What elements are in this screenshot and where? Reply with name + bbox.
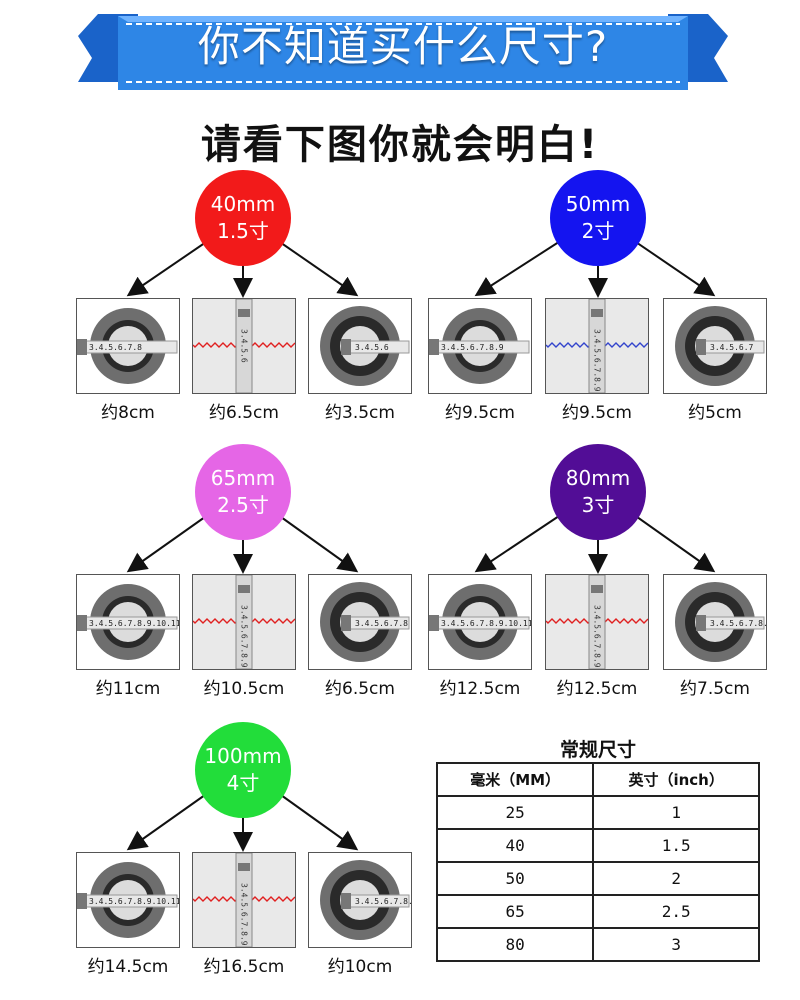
measurement-caption: 约6.5cm [325,679,395,699]
table-cell-mm: 50 [435,861,595,896]
circle-inch-label: 3寸 [581,493,615,517]
measure-photo-tape: 3.4.5.6.7.8.9.10.11 [545,574,649,670]
measure-photo-inner: 3.4.5.6.7 [663,298,767,394]
column-header-inch: 英寸（inch） [592,762,760,797]
measurement-caption: 约10cm [327,957,393,977]
size-circle-40mm: 40mm 1.5寸 [195,170,291,266]
measurement-caption: 约6.5cm [209,403,279,423]
circle-inch-label: 1.5寸 [217,219,269,243]
measure-photo-tape: 3.4.5.6 [192,298,296,394]
circle-size-label: 80mm [565,466,631,490]
column-header-mm: 毫米（MM） [435,762,595,797]
measurement-caption: 约9.5cm [562,403,632,423]
circle-size-label: 50mm [565,192,631,216]
measure-photo-tape: 3.4.5.6.7.8.9.10 [192,574,296,670]
measure-photo-tape: 3.4.5.6.7.8.9.10 [192,852,296,948]
circle-size-label: 65mm [210,466,276,490]
measurement-caption: 约5cm [688,403,742,423]
size-circle-50mm: 50mm 2寸 [550,170,646,266]
table-cell-inch: 1 [592,795,760,830]
ruler-text: 3.4.5.6.7.8.9.10.11.12 [89,619,179,628]
ruler-text: 3.4.5.6.7 [710,343,754,352]
ruler-text: 3.4.5.6.7.8 [355,619,408,628]
table-header-row: 毫米（MM） 英寸（inch） [435,762,760,797]
measure-photo-outer: 3.4.5.6.7.8 [76,298,180,394]
measure-photo-inner: 3.4.5.6.7.8.9 [663,574,767,670]
ruler-text: 3.4.5.6.7.8.9.10 [240,883,249,947]
ruler-text: 3.4.5.6.7.8.9 [441,343,504,352]
measurement-caption: 约8cm [101,403,155,423]
ruler-text: 3.4.5.6.7.8.9.10.11.12 [441,619,531,628]
measurement-caption: 约9.5cm [445,403,515,423]
table-cell-mm: 40 [435,828,595,863]
ruler-text: 3.4.5.6 [355,343,389,352]
table-cell-inch: 3 [592,927,760,962]
size-circle-100mm: 100mm 4寸 [195,722,291,818]
measurement-caption: 约11cm [95,679,161,699]
measurement-caption: 约16.5cm [203,957,285,977]
measure-photo-outer: 3.4.5.6.7.8.9.10.11.12 [76,574,180,670]
ruler-text: 3.4.5.6.7.8.9 [593,329,602,392]
circle-size-label: 40mm [210,192,276,216]
size-circle-65mm: 65mm 2.5寸 [195,444,291,540]
table-cell-inch: 1.5 [592,828,760,863]
measure-photo-inner: 3.4.5.6.7.8.9.10 [308,852,412,948]
measure-photo-inner: 3.4.5.6 [308,298,412,394]
size-circle-80mm: 80mm 3寸 [550,444,646,540]
ruler-text: 3.4.5.6.7.8.9.10.11 [593,605,602,669]
table-cell-mm: 65 [435,894,595,929]
measure-photo-inner: 3.4.5.6.7.8 [308,574,412,670]
measure-photo-tape: 3.4.5.6.7.8.9 [545,298,649,394]
circle-inch-label: 4寸 [226,771,260,795]
measurement-caption: 约10.5cm [203,679,285,699]
measurement-caption: 约12.5cm [556,679,638,699]
measure-photo-outer: 3.4.5.6.7.8.9 [428,298,532,394]
measure-photo-outer: 3.4.5.6.7.8.9.10.11.12 [76,852,180,948]
table-cell-inch: 2.5 [592,894,760,929]
spec-table-title: 常规尺寸 [559,739,636,761]
measure-photo-outer: 3.4.5.6.7.8.9.10.11.12 [428,574,532,670]
table-cell-mm: 80 [435,927,595,962]
table-cell-inch: 2 [592,861,760,896]
ruler-text: 3.4.5.6 [240,329,249,363]
ruler-text: 3.4.5.6.7.8.9.10.11.12 [89,897,179,906]
circle-size-label: 100mm [204,744,282,768]
circle-inch-label: 2.5寸 [217,493,269,517]
measurement-caption: 约3.5cm [325,403,395,423]
measurement-caption: 约14.5cm [87,957,169,977]
measurement-caption: 约12.5cm [439,679,521,699]
table-cell-mm: 25 [435,795,595,830]
page-subtitle: 请看下图你就会明白! [200,122,600,168]
ruler-text: 3.4.5.6.7.8 [89,343,142,352]
ruler-text: 3.4.5.6.7.8.9.10 [240,605,249,669]
title-banner [78,14,728,90]
ruler-text: 3.4.5.6.7.8.9 [710,619,766,628]
banner-title: 你不知道买什么尺寸? [197,22,609,71]
circle-inch-label: 2寸 [581,219,615,243]
measurement-caption: 约7.5cm [680,679,750,699]
ruler-text: 3.4.5.6.7.8.9.10 [355,897,411,906]
